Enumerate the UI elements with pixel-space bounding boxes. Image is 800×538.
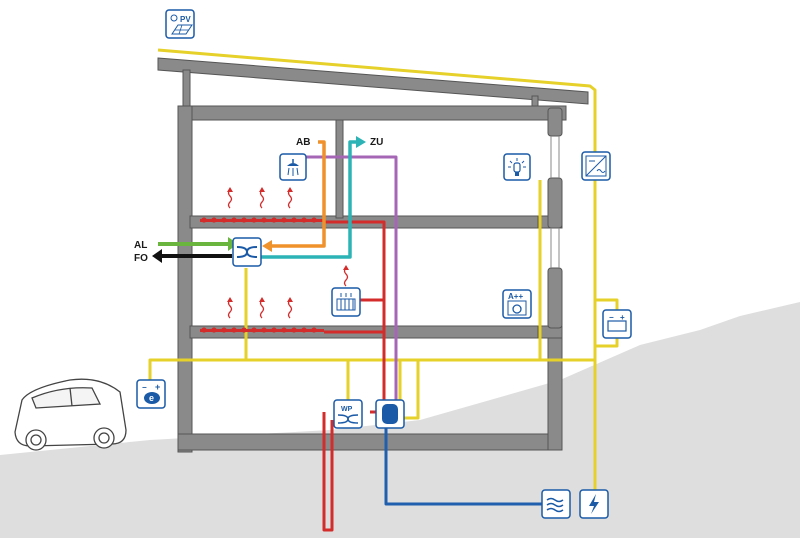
- hot-water-riser: [306, 155, 398, 402]
- appliance-rating: A++: [508, 292, 523, 301]
- inverter-icon: [581, 151, 611, 181]
- heat-wave: [259, 299, 265, 319]
- left-wall: [177, 105, 193, 453]
- heat-wave-arrow: [343, 265, 349, 270]
- heat-wave: [287, 299, 293, 319]
- heat-wave-arrow: [227, 187, 233, 192]
- electric-lines: [148, 48, 619, 492]
- heating-dot: [211, 327, 217, 333]
- label-exhaust-air: AB: [296, 137, 310, 148]
- electric-car: [14, 378, 127, 451]
- heating-dot: [221, 217, 227, 223]
- battery-icon: − +: [602, 309, 632, 339]
- heating-dot: [221, 327, 227, 333]
- floor-heating-dots: [201, 217, 317, 333]
- heat-wave: [227, 299, 233, 319]
- top-ceiling-slab: [177, 105, 567, 121]
- heat-rising-waves: [227, 187, 349, 319]
- battery-branch: [595, 298, 619, 312]
- heat-wave-arrow: [287, 297, 293, 302]
- tank-feed-b: [404, 360, 420, 420]
- supply-air-arrowhead: [356, 136, 366, 148]
- grid-icon: [579, 489, 609, 519]
- lamp-icon: [503, 153, 531, 181]
- roof-slab: [157, 57, 589, 105]
- heating-dot: [231, 327, 237, 333]
- heating-dot: [201, 217, 207, 223]
- ev-plus: +: [155, 382, 160, 392]
- heating-dot: [241, 327, 247, 333]
- label-supply-air: ZU: [370, 137, 383, 148]
- label-outside-air: AL: [134, 240, 147, 251]
- washing-machine-icon: A++: [502, 289, 532, 319]
- shower-icon: [279, 153, 307, 181]
- heat-wave: [287, 189, 293, 209]
- pv-icon: PV: [165, 9, 195, 39]
- roof-support-left: [182, 69, 191, 109]
- heating-dot: [311, 327, 317, 333]
- heat-pump-icon: WP: [333, 399, 363, 429]
- heating-dot: [291, 217, 297, 223]
- bottom-slab: [177, 433, 563, 451]
- heating-dot: [261, 327, 267, 333]
- window-post-mid: [547, 177, 563, 229]
- label-discharge-air: FO: [134, 253, 148, 264]
- heating-dot: [271, 327, 277, 333]
- heat-wave-arrow: [287, 187, 293, 192]
- heating-dot: [261, 217, 267, 223]
- heat-wave-arrow: [259, 297, 265, 302]
- ev-letter: e: [149, 393, 154, 403]
- heating-dot: [281, 217, 287, 223]
- radiator-icon: [331, 287, 361, 317]
- heat-wave: [227, 189, 233, 209]
- pv-roof-cable: [157, 48, 597, 300]
- window-post-top: [547, 107, 563, 137]
- heat-wave: [259, 189, 265, 209]
- ev-minus: −: [142, 383, 147, 392]
- exhaust-air-duct: [268, 140, 326, 248]
- heating-supply: [324, 220, 386, 414]
- battery-plus: +: [620, 313, 625, 322]
- heating-dot: [281, 327, 287, 333]
- heating-dot: [211, 217, 217, 223]
- heating-riser-a: [322, 412, 334, 532]
- window-glass: [550, 136, 560, 268]
- ground-source-pipe: [384, 428, 542, 506]
- window-post-low: [547, 267, 563, 329]
- heat-pump-label: WP: [341, 406, 353, 413]
- heat-wave-arrow: [227, 297, 233, 302]
- heating-dot: [251, 327, 257, 333]
- heat-wave-arrow: [259, 187, 265, 192]
- heating-dot: [301, 217, 307, 223]
- discharge-air-arrowhead: [152, 249, 162, 263]
- exhaust-air-arrowhead: [262, 240, 272, 252]
- heating-dot: [291, 327, 297, 333]
- ground-source-icon: [541, 489, 571, 519]
- heating-dot: [271, 217, 277, 223]
- car-window: [31, 387, 102, 409]
- supply-air-duct: [260, 140, 360, 259]
- heating-dot: [251, 217, 257, 223]
- battery-minus: −: [609, 313, 614, 322]
- heating-dot: [241, 217, 247, 223]
- ventilation: [152, 136, 366, 263]
- heat-wave: [343, 267, 349, 287]
- ground-hill: [0, 302, 800, 538]
- interior-wall: [335, 119, 344, 219]
- ev-charger-icon: − + e: [136, 379, 166, 409]
- pv-label: PV: [180, 15, 191, 24]
- right-basement-wall: [547, 325, 563, 451]
- heat-exchanger-icon: [232, 237, 262, 267]
- ground-source-lines: [384, 428, 542, 506]
- heating-dot: [231, 217, 237, 223]
- storage-tank-icon: [375, 399, 405, 429]
- heating-dot: [201, 327, 207, 333]
- heating-dot: [301, 327, 307, 333]
- heating-dot: [311, 217, 317, 223]
- hot-water-lines: [306, 155, 398, 402]
- battery-branch-low: [595, 338, 619, 348]
